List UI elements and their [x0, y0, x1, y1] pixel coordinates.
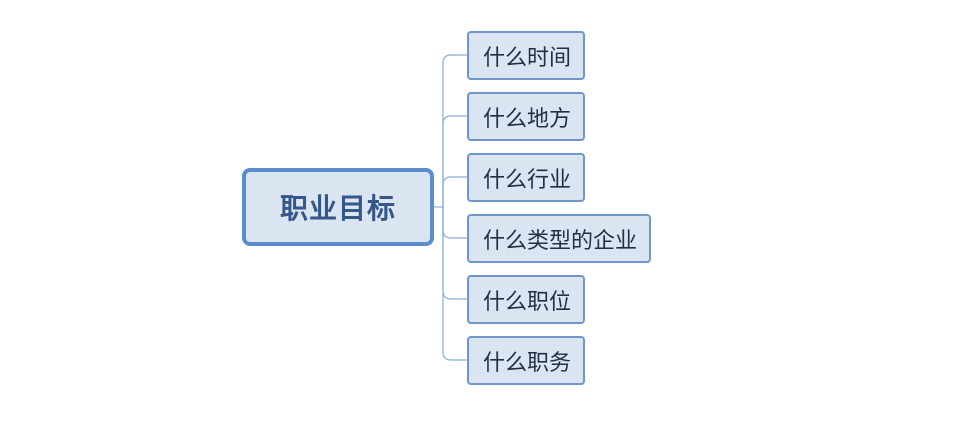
- connector-to-child-2: [442, 115, 467, 207]
- subtopic-node-position[interactable]: 什么职位: [467, 275, 586, 324]
- connector-to-child-5: [442, 207, 467, 300]
- connector-to-child-3: [442, 176, 467, 207]
- subtopic-node-industry[interactable]: 什么行业: [467, 153, 586, 202]
- connector-to-child-1: [442, 54, 467, 207]
- connector-to-child-6: [442, 207, 467, 361]
- connector-to-child-4: [442, 207, 467, 239]
- subtopic-node-duty[interactable]: 什么职务: [467, 336, 586, 385]
- subtopic-node-time[interactable]: 什么时间: [467, 31, 586, 80]
- root-topic-node[interactable]: 职业目标: [242, 168, 434, 246]
- subtopic-node-company-type[interactable]: 什么类型的企业: [467, 214, 652, 263]
- subtopic-node-place[interactable]: 什么地方: [467, 92, 586, 141]
